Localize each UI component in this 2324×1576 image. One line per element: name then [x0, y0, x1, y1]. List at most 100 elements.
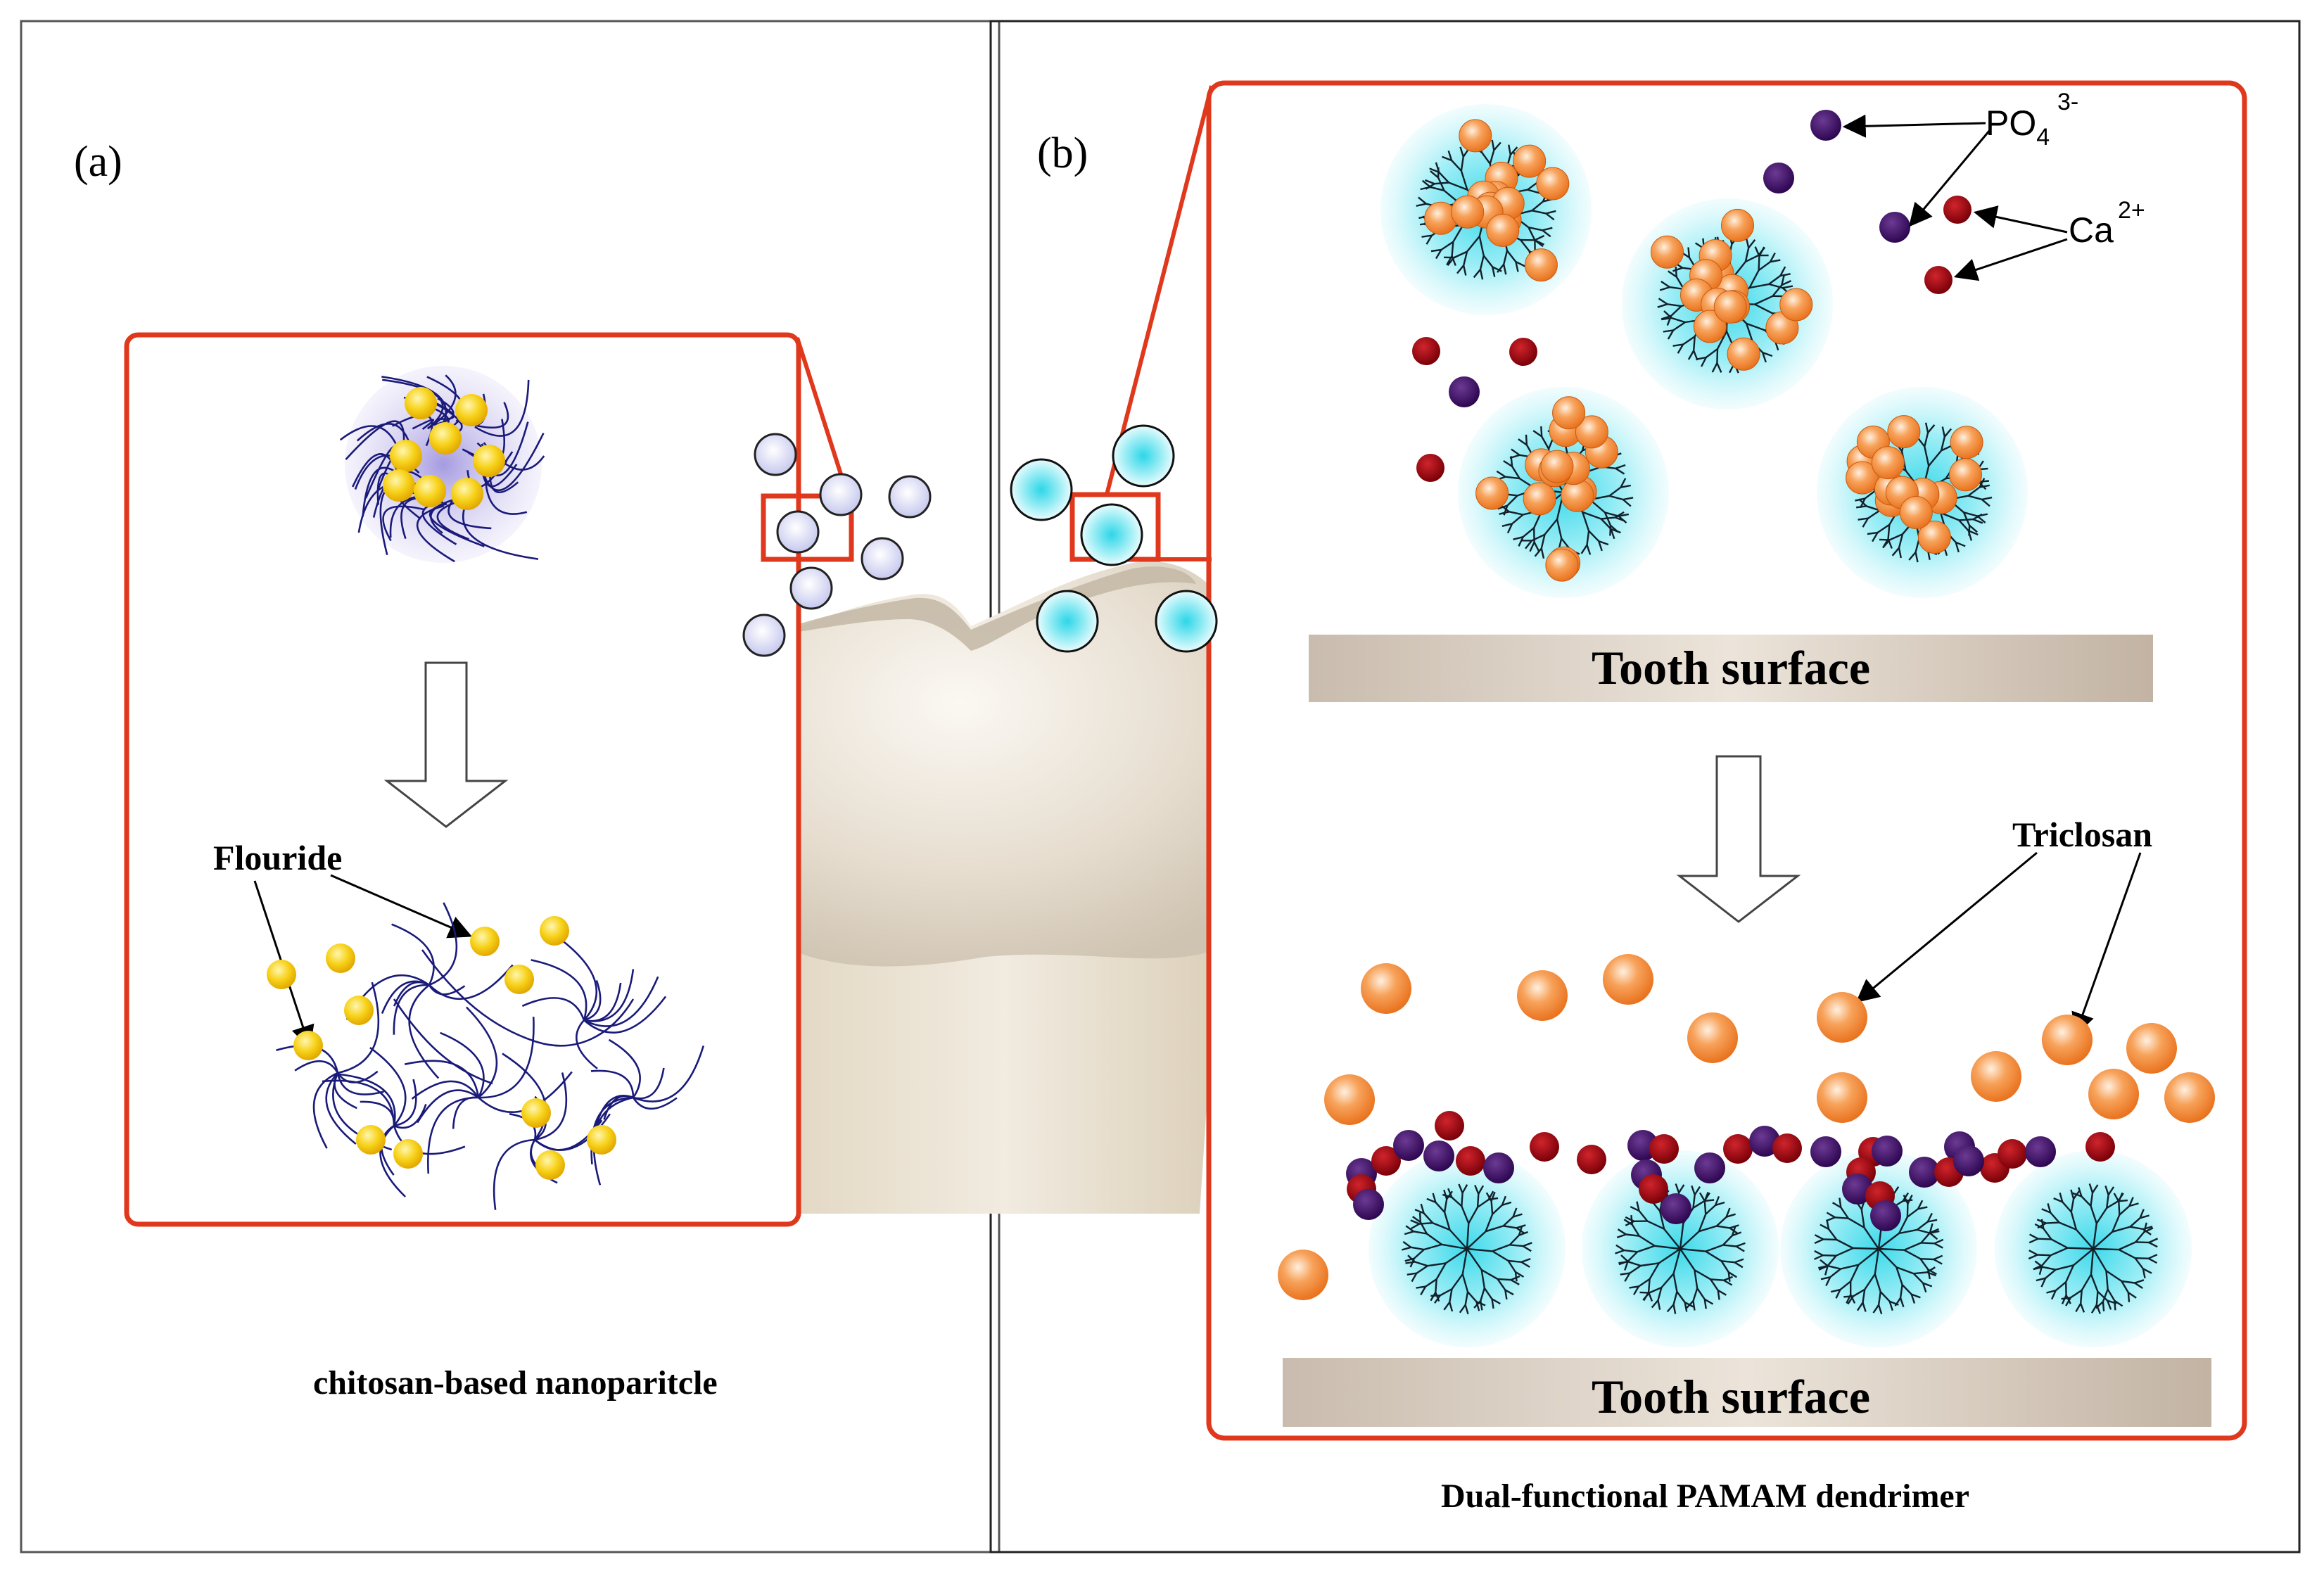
fluoride-ion [540, 916, 569, 946]
calcium-ion [1456, 1146, 1485, 1176]
calcium-ion [1924, 266, 1952, 294]
triclosan-particle [1846, 461, 1879, 495]
phosphate-arrow-1 [1842, 114, 1986, 138]
triclosan-particle [1540, 450, 1574, 483]
calcium-arrow-2 [1953, 238, 2068, 281]
panel-a-zoom-source [761, 493, 854, 562]
triclosan-particle [1513, 144, 1547, 178]
phosphate-superscript: 3- [2057, 89, 2078, 115]
calcium-ion [1772, 1133, 1802, 1163]
panel-a-process-arrow [383, 661, 509, 828]
triclosan-particle [1475, 476, 1509, 510]
calcium-superscript: 2+ [2118, 197, 2145, 224]
chitosan-particle [888, 475, 932, 519]
pamam-dendrimer [1622, 198, 1833, 409]
phosphate-arrow-2 [1908, 129, 1991, 227]
pamam-dendrimer [1582, 1150, 1779, 1347]
fluoride-ion [326, 943, 355, 973]
triclosan-particle [1817, 1072, 1867, 1123]
phosphate-ion [1953, 1145, 1984, 1176]
triclosan-particle [1687, 1012, 1738, 1063]
phosphate-label: PO [1986, 103, 2036, 143]
triclosan-arrow-1 [1855, 851, 2038, 1003]
triclosan-particle [1779, 288, 1813, 322]
fluoride-ion [470, 927, 500, 956]
triclosan-particle [1887, 415, 1921, 449]
triclosan-particle [1917, 521, 1951, 554]
chitosan-particle [742, 614, 786, 657]
calcium-ion [1639, 1174, 1668, 1204]
released-fluoride [267, 916, 616, 1180]
triclosan-particle [1971, 1051, 2021, 1102]
panel-b-process-arrow [1676, 755, 1801, 923]
tooth-surface-bottom-label: Tooth surface [1592, 1370, 1870, 1423]
triclosan-particle [1361, 963, 1411, 1014]
triclosan-particle [1949, 458, 1982, 492]
fluoride-ion [356, 1125, 386, 1155]
tooth-crown [706, 561, 1271, 967]
fluoride-ion [504, 965, 534, 994]
triclosan-particle [1693, 310, 1727, 343]
fluoride-cluster [383, 387, 505, 510]
pamam-dendrimer [1380, 104, 1592, 315]
chitosan-particle [776, 510, 820, 554]
tooth-surface-bar-bottom [1283, 1358, 2211, 1427]
fluoride-arrow-1 [330, 874, 473, 939]
phosphate-ion [1879, 212, 1910, 243]
phosphate-ion [1842, 1174, 1873, 1205]
calcium-ion [1649, 1134, 1679, 1164]
fluoride-label: Flouride [213, 838, 342, 877]
triclosan-label: Triclosan [2012, 815, 2152, 854]
triclosan-particle [1524, 248, 1558, 282]
phosphate-ion [1661, 1193, 1691, 1224]
phosphate-ion [1810, 110, 1841, 141]
chitosan-particle [819, 473, 863, 516]
triclosan-particle [1459, 119, 1492, 153]
triclosan-particle [2126, 1023, 2177, 1074]
triclosan-particle [1523, 482, 1556, 516]
svg-text:PO4: PO4 [1986, 103, 2050, 151]
triclosan-particle [1727, 337, 1760, 371]
phosphate-ion [1694, 1152, 1725, 1183]
calcium-label-group: Ca 2+ [2069, 197, 2145, 250]
pamam-dendrimer [1995, 1150, 2192, 1347]
tooth-root [792, 943, 1217, 1214]
triclosan-particle [1899, 496, 1933, 529]
calcium-ion [1530, 1132, 1559, 1162]
triclosan-particle [1486, 213, 1520, 247]
phosphate-ion [1749, 1126, 1780, 1157]
triclosan-particle [1871, 446, 1905, 480]
fluoride-ion [344, 996, 374, 1025]
phosphate-ion [1810, 1136, 1841, 1167]
released-triclosan [1278, 954, 2215, 1300]
tooth-illustration [706, 561, 1271, 1214]
panel-b-caption: Dual-functional PAMAM dendrimer [1441, 1478, 1969, 1515]
phosphate-ion [1393, 1130, 1424, 1161]
pamam-dendrimers-on-tooth [1010, 424, 1218, 653]
calcium-ion [1723, 1134, 1753, 1164]
fluoride-ion [535, 1150, 565, 1180]
triclosan-particle [1552, 396, 1586, 430]
free-ions-top [1412, 110, 1971, 482]
dendrimer-bubble [1112, 424, 1175, 488]
calcium-ion [1943, 196, 1971, 224]
calcium-ion [1509, 338, 1537, 366]
fluoride-ion [393, 1139, 423, 1169]
dendrimer-bubble [1010, 458, 1073, 521]
phosphate-ion [1353, 1189, 1384, 1220]
panel-a-label: (a) [74, 138, 122, 186]
chitosan-nanoparticle-assembled [339, 366, 545, 563]
calcium-ion [1577, 1145, 1606, 1174]
calcium-ion [1416, 454, 1444, 482]
empty-dendrimers [1369, 1150, 2192, 1347]
triclosan-particle [1713, 290, 1747, 324]
dendrimer-bubble [1036, 590, 1099, 653]
calcium-ion [1412, 337, 1440, 365]
calcium-ion [1998, 1139, 2027, 1169]
phosphate-subscript: 4 [2036, 124, 2050, 151]
triclosan-particle [1950, 426, 1983, 459]
triclosan-arrow-2 [2071, 852, 2142, 1037]
chitosan-nanoparticles-on-tooth [742, 433, 932, 657]
triclosan-particle [1721, 208, 1754, 242]
